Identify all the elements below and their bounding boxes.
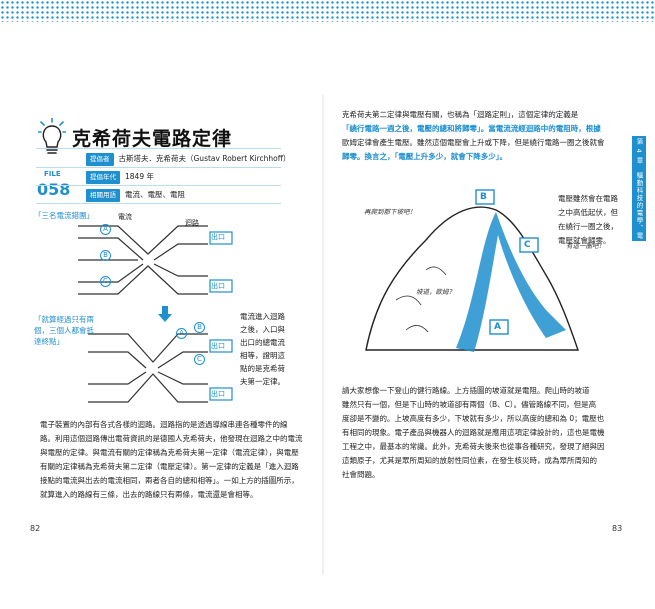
body-line: 這類原子，尤其是眾所周知的放射性同位素，在發生核災時，成為眾所周知的 (342, 456, 597, 465)
exit-label: 出口 (211, 282, 225, 290)
body-line: 電子裝置的內部有各式各樣的迴路。迴路指的是透過導線串連各種零件的線 (40, 420, 288, 429)
page-number-right: 83 (612, 524, 623, 533)
fact-value: 1849 年 (125, 172, 154, 181)
marker-b: B (480, 192, 487, 202)
note-line: 達終點」 (34, 337, 64, 346)
body-line: 「繞行電路一週之後，電壓的總和將歸零」。當電流流經迴路中的電阻時，根據 (342, 124, 601, 133)
fact-tag: 提倡年代 (86, 171, 120, 184)
right-top-text: 克希荷夫第二定律與電壓有關，也稱為「迴路定則」，這個定律的定義是 「繞行電路一週… (342, 108, 620, 164)
caption-line: 之中高低起伏，但 (558, 208, 618, 217)
mountain-caption: 電壓雖然會在電路 之中高低起伏，但 在繞行一圈之後， 電壓就會歸零。 (558, 192, 620, 248)
body-line: 與電壓的定律。與電流有關的定律稱為克希荷夫第一定律（電流定律），與電壓 (40, 448, 299, 457)
body-line: 路。利用這個迴路傳出電荷資訊的是德國人克希荷夫，他發現在迴路之中的電流 (40, 434, 303, 443)
person-c-marker: C (100, 276, 111, 287)
page-title: 克希荷夫電路定律 (72, 128, 233, 150)
caption-line: 之後，入口與 (240, 325, 285, 334)
marker-a: A (494, 322, 501, 332)
body-line: 克希荷夫第二定律與電壓有關，也稱為「迴路定則」，這個定律的定義是 (342, 110, 579, 119)
fact-proposer: 提倡者古斯塔夫．克希荷夫（Gustav Robert Kirchhoff） (86, 152, 291, 166)
fact-tag: 提倡者 (86, 153, 114, 166)
exit-label: 出口 (211, 342, 225, 350)
body-line: 有關的定律稱為克希荷夫第二定律（電壓定律）。第一定律的定義是「進入迴路 (40, 462, 299, 471)
fact-terms: 相關用語電流、電壓、電阻 (86, 188, 185, 202)
gutter (322, 95, 324, 575)
person-a-marker: A (100, 224, 111, 235)
caption-line: 電流進入迴路 (240, 312, 285, 321)
body-line: 社會問題。 (342, 470, 380, 479)
page-number-left: 82 (30, 524, 41, 533)
speech-bubble: 有這一圈吧！ (566, 242, 605, 250)
body-line: 雖然只有一個，但是下山時的坡道卻有兩個（B、C）。儘管路線不同，但是高 (342, 400, 597, 409)
fact-value: 電流、電壓、電阻 (125, 190, 185, 199)
marker-c: C (524, 240, 531, 250)
note-three-currents: 「三名電流錯團」 (34, 211, 94, 220)
fact-tag: 相關用語 (86, 189, 120, 202)
divider (36, 148, 281, 149)
person-a-marker: A (176, 328, 187, 339)
person-c-marker: C (194, 354, 205, 365)
divider (36, 185, 281, 186)
speech-bubble: 坡道，歐姆？ (416, 288, 455, 296)
body-line: 度卻是不變的。上坡高度有多少，下坡就有多少，所以高度的總和為 0；電壓也 (342, 414, 605, 423)
person-b-marker: B (100, 250, 111, 261)
body-line: 就算進入的路線有三條，出去的路線只有兩條，電流還是會相等。 (40, 490, 258, 499)
note-line: 個，三個人都會抵 (34, 326, 94, 335)
note-two-paths: 「就算經過只有兩 個，三個人都會抵 達終點」 (34, 314, 94, 347)
dotted-border (0, 0, 655, 22)
right-bottom-text: 請大家想像一下登山的健行路線。上方插圖的坡道就是電阻。爬山時的坡道 雖然只有一個… (342, 384, 620, 482)
caption-line: 電壓雖然會在電路 (558, 194, 618, 203)
label-current: 電流 (118, 213, 132, 221)
exit-label: 出口 (211, 390, 225, 398)
caption-line: 電壓就會歸零。 (558, 236, 611, 245)
chapter-side-tab: 第 4 章 驅動科技的電學、電磁學 (621, 136, 646, 241)
divider (36, 167, 281, 168)
fact-value: 古斯塔夫．克希荷夫（Gustav Robert Kirchhoff） (118, 154, 291, 163)
body-line: 接點的電流與出去的電流相同，兩者各自的總和相等」。一如上方的插圖所示， (40, 476, 299, 485)
body-line: 工程之中，最基本的常識。此外，克希荷夫後來也從事各種研究，發現了絕與因 (342, 442, 605, 451)
label-circuit: 迴路 (185, 219, 199, 227)
caption-line: 在繞行一圈之後， (558, 222, 618, 231)
arrow-down-icon (158, 306, 172, 322)
person-b-marker: B (194, 322, 205, 333)
file-number: 058 (37, 180, 71, 199)
circuit-diagram-bottom (88, 333, 233, 403)
caption-line: 夫第一定律。 (240, 377, 285, 386)
circuit-diagram-top (78, 225, 233, 295)
speech-bubble: 再爬到那下坡吧！ (364, 208, 416, 216)
body-line: 歸零。換言之，「電壓上升多少，就會下降多少」。 (342, 152, 507, 161)
caption-line: 出口的總電流 (240, 338, 285, 347)
lightbulb-icon (38, 118, 66, 154)
divider (36, 203, 281, 204)
note-line: 「就算經過只有兩 (34, 315, 94, 324)
body-line: 有相同的現象。電子產品與機器人的迴路就是應用這項定律設計的，這也是電機 (342, 428, 605, 437)
file-label: FILE (44, 170, 61, 178)
exit-label: 出口 (211, 233, 225, 241)
fact-year: 提倡年代 1849 年 (86, 170, 154, 184)
body-line: 歐姆定律會產生電壓。雖然這個電壓會上升或下降，但是繞行電路一圈之後就會 (342, 138, 605, 147)
body-line: 請大家想像一下登山的健行路線。上方插圖的坡道就是電阻。爬山時的坡道 (342, 386, 590, 395)
left-body-text: 電子裝置的內部有各式各樣的迴路。迴路指的是透過導線串連各種零件的線 路。利用這個… (40, 418, 312, 502)
diagram-caption: 電流進入迴路 之後，入口與 出口的總電流 相等，證明這 點的是克希荷 夫第一定律… (240, 310, 300, 388)
caption-line: 點的是克希荷 (240, 364, 285, 373)
mountain-illustration (365, 189, 579, 352)
caption-line: 相等，證明這 (240, 351, 285, 360)
